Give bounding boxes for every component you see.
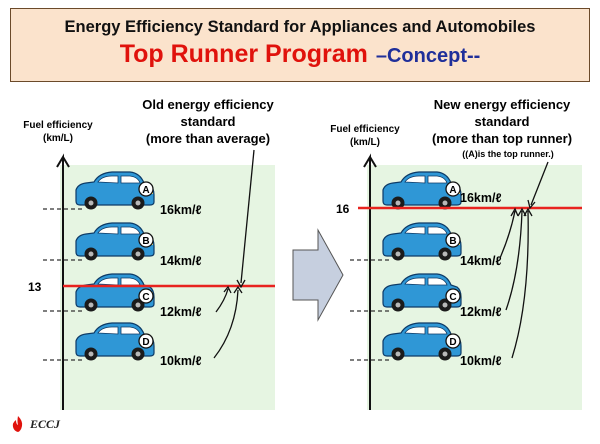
left-axis-label-line1: Fuel efficiency (23, 120, 93, 131)
right-note-line4: ((A)is the top runner.) (462, 149, 554, 159)
svg-text:C: C (449, 292, 456, 303)
right-axis-label-line2: (km/L) (350, 137, 380, 148)
title-line1: Energy Efficiency Standard for Appliance… (64, 18, 536, 36)
right-arrow-c (505, 210, 523, 311)
left-note-line3: (more than average) (146, 131, 270, 146)
flame-logo-icon (12, 416, 23, 432)
left-axis-arrow (56, 153, 70, 410)
title-subtitle: –Concept-- (375, 45, 481, 67)
right-axis-label-line1: Fuel efficiency (330, 124, 400, 135)
left-badge-c: C (138, 288, 154, 304)
logo-text: ECCJ (30, 416, 61, 431)
right-badge-d: D (445, 333, 461, 349)
right-arrow-d (511, 210, 529, 359)
right-standard-value: 16 (336, 202, 350, 216)
title-line2: Top Runner Program –Concept-- (11, 40, 589, 69)
right-arrow-b (499, 210, 516, 259)
left-note-arrow (240, 149, 255, 284)
left-arrow-d (213, 289, 239, 359)
eccj-logo: ECCJ (10, 412, 60, 436)
svg-text:D: D (449, 337, 456, 348)
left-badge-b: B (138, 232, 154, 248)
right-value-a: 16km/ℓ (460, 191, 502, 205)
left-value-c: 12km/ℓ (160, 305, 202, 319)
transition-arrow (292, 228, 344, 322)
title-box: Energy Efficiency Standard for Appliance… (10, 8, 590, 82)
left-standard-value: 13 (28, 280, 42, 294)
svg-text:C: C (142, 292, 149, 303)
left-value-d: 10km/ℓ (160, 354, 202, 368)
left-axis-label-line2: (km/L) (43, 133, 73, 144)
right-note-arrow (530, 161, 549, 206)
svg-text:A: A (449, 185, 456, 196)
right-note-line2: standard (475, 114, 530, 129)
right-axis-arrow (363, 153, 377, 410)
right-badge-a: A (445, 181, 461, 197)
svg-text:A: A (142, 185, 149, 196)
right-value-d: 10km/ℓ (460, 354, 502, 368)
left-value-b: 14km/ℓ (160, 254, 202, 268)
left-note-line1: Old energy efficiency (142, 97, 274, 112)
svg-text:B: B (142, 236, 149, 247)
left-badge-a: A (138, 181, 154, 197)
right-note-line1: New energy efficiency (434, 97, 571, 112)
title-main: Top Runner Program (119, 40, 368, 68)
right-panel: Fuel efficiency (km/L) New energy effici… (330, 97, 582, 410)
svg-text:B: B (449, 236, 456, 247)
left-note-line2: standard (181, 114, 236, 129)
left-panel: Fuel efficiency (km/L) Old energy effici… (23, 97, 275, 410)
right-note-line3: (more than top runner) (432, 131, 572, 146)
left-badge-d: D (138, 333, 154, 349)
left-arrow-c (215, 288, 229, 313)
svg-text:D: D (142, 337, 149, 348)
right-badge-b: B (445, 232, 461, 248)
right-badge-c: C (445, 288, 461, 304)
right-value-b: 14km/ℓ (460, 254, 502, 268)
right-value-c: 12km/ℓ (460, 305, 502, 319)
left-value-a: 16km/ℓ (160, 203, 202, 217)
